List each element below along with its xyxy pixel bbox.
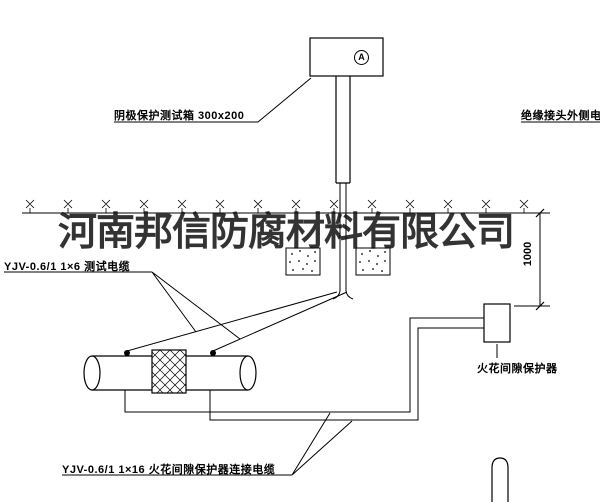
pipe-end-left bbox=[83, 355, 101, 391]
dimension-value: 1000 bbox=[522, 241, 535, 267]
label-test-box: 阴极保护测试箱 300x200 bbox=[114, 110, 245, 122]
test-box-leader bbox=[114, 77, 312, 123]
label-test-cable: YJV-0.6/1 1×6 测试电缆 bbox=[4, 261, 131, 273]
spark-gap-protector bbox=[483, 303, 511, 343]
riser-legend-symbol bbox=[491, 457, 509, 502]
test-cable-leader bbox=[4, 271, 241, 340]
test-cable-lines bbox=[126, 291, 348, 352]
buried-conduit bbox=[339, 183, 347, 291]
insulating-joint-hatch-a bbox=[151, 349, 187, 394]
soil-marks bbox=[25, 199, 529, 213]
riser-pipe bbox=[335, 76, 351, 184]
pipe-cable-terminals bbox=[124, 350, 216, 356]
insulating-joint-hatch-b bbox=[151, 349, 187, 394]
concrete-stipple bbox=[289, 250, 386, 272]
label-connect-cable: YJV-0.6/1 1×16 火花间隙保护器连接电缆 bbox=[62, 464, 276, 476]
label-spark-gap-protector: 火花间隙保护器 bbox=[477, 363, 558, 375]
spark-gap-cable-left bbox=[124, 317, 484, 413]
dimension-extension-lines bbox=[514, 212, 550, 307]
label-outside-cable: 绝缘接头外侧电缆 bbox=[521, 110, 600, 122]
dimension-ticks bbox=[535, 208, 545, 311]
test-box-marker-a-icon: A bbox=[354, 50, 369, 65]
connect-cable-leader bbox=[62, 412, 353, 476]
pipe-end-right bbox=[239, 355, 257, 391]
watermark-text: 河南邦信防腐材料有限公司 bbox=[58, 211, 515, 254]
test-box-outline bbox=[309, 37, 384, 77]
spark-gap-cable-right bbox=[209, 327, 484, 421]
insulating-joint bbox=[151, 349, 187, 394]
